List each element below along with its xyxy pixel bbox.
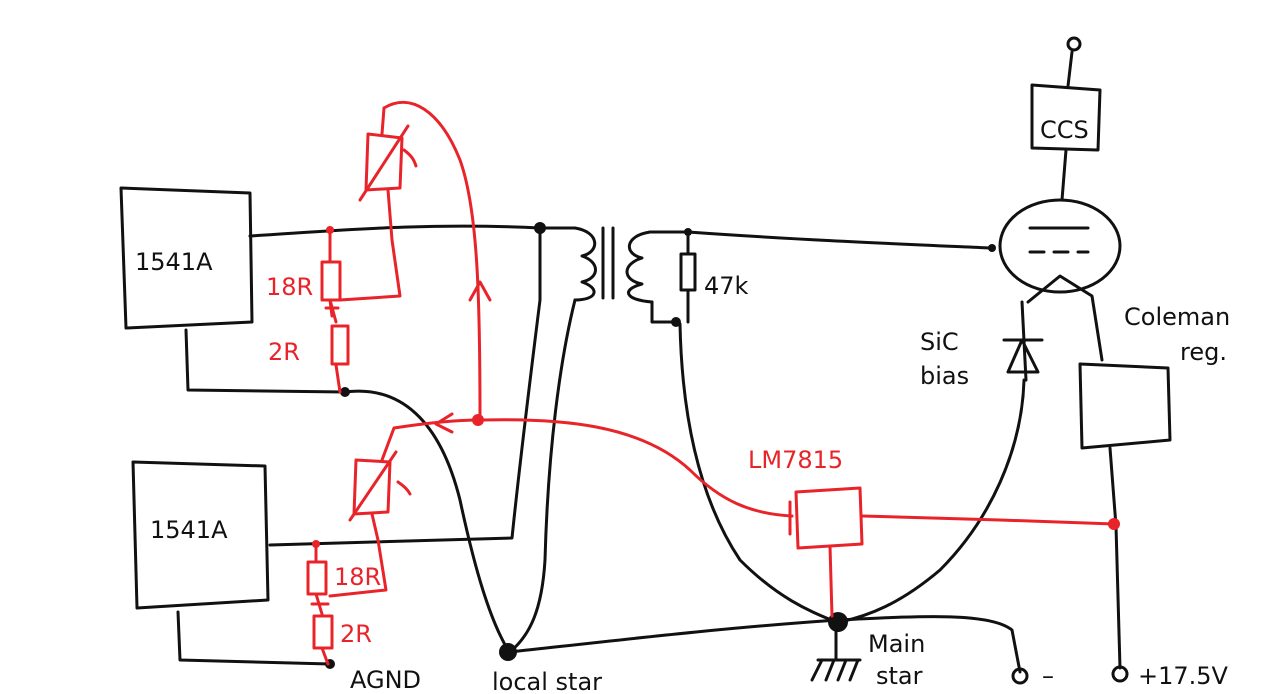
resistor-top-2r (330, 324, 350, 366)
red-arrow-left (434, 412, 454, 434)
red-junction-loop (472, 414, 484, 426)
junction-secondary-bottom (671, 317, 681, 327)
local-star-label: local star (492, 668, 602, 694)
wire-ground-bus (508, 615, 1022, 674)
main-star-label-1: Main (868, 630, 925, 658)
wire-ccs-to-anode (1060, 148, 1068, 202)
red-top-loop (382, 100, 482, 422)
junction-47k-top (684, 228, 692, 236)
resistor-47k-label: 47k (704, 272, 749, 300)
red-top-thermistor-leads (338, 106, 402, 302)
lm7815-label: LM7815 (748, 446, 843, 474)
resistor-top-18r (320, 260, 342, 302)
red-bottom-thermistor-leads (328, 418, 482, 598)
resistor-bottom-2r-label: 2R (340, 620, 372, 648)
ic-top-box (119, 186, 254, 330)
ground-symbol (810, 620, 862, 682)
junction-top-return (340, 387, 350, 397)
tube-cathode-leads (1026, 274, 1104, 362)
local-star-dot (499, 643, 517, 661)
wire-bottom-ic-return (176, 610, 332, 666)
minus-terminal-label: – (1042, 662, 1054, 690)
junction-top-output (534, 222, 546, 234)
red-top-thermistor-box (364, 132, 404, 192)
coleman-reg-label-1: Coleman (1124, 303, 1230, 331)
resistor-47k (679, 252, 697, 292)
wire-primary-to-local-star (508, 298, 577, 654)
resistor-top-18r-label: 18R (266, 273, 313, 301)
resistor-top-2r-label: 2R (268, 338, 300, 366)
minus-terminal (1011, 667, 1029, 685)
sic-bias-label-1: SiC (920, 328, 959, 356)
transformer-primary (573, 226, 597, 302)
main-star-label-2: star (876, 662, 923, 690)
junction-grid (988, 244, 996, 252)
wire-diode-to-main-star (838, 378, 1026, 624)
wire-coleman-to-plus (1108, 446, 1122, 670)
agnd-label: AGND (350, 666, 421, 694)
resistor-bottom-18r-label: 18R (334, 563, 381, 591)
wire-top-ic-return (184, 328, 347, 394)
lm7815-box (794, 486, 864, 550)
ic-bottom-label: 1541A (150, 516, 228, 544)
red-arrow-up (468, 280, 492, 302)
plus-terminal (1111, 665, 1129, 683)
red-bottom-thermistor-box (352, 458, 392, 516)
wire-secondary-bottom (650, 300, 678, 324)
red-bottom-thermistor-diag (348, 450, 412, 522)
coleman-reg-label-2: reg. (1180, 338, 1227, 366)
red-regulator-ground (828, 544, 834, 618)
resistor-bottom-2r (312, 614, 334, 650)
red-regulator-input (860, 514, 1116, 526)
red-feed-to-regulator (478, 418, 794, 518)
red-junction-plus (1108, 518, 1120, 530)
red-junction-top-18r (326, 226, 334, 234)
red-top-thermistor-diag (358, 124, 418, 202)
wire-secondary-top (648, 230, 992, 250)
resistor-bottom-18r (306, 560, 328, 596)
wire-secondary-to-main-star (678, 322, 838, 624)
plus-terminal-label: +17.5V (1138, 662, 1229, 690)
red-top-pot-wiper (324, 298, 340, 318)
ic-top-label: 1541A (135, 248, 213, 276)
ccs-box (1030, 83, 1102, 152)
ic-bottom-box (131, 460, 270, 610)
coleman-reg-box (1078, 362, 1172, 450)
wire-top-ic-out (248, 224, 577, 238)
ccs-label: CCS (1040, 116, 1089, 144)
wire-top-to-local-star (343, 389, 510, 652)
sic-diode (1002, 300, 1044, 382)
transformer-secondary (625, 230, 654, 304)
wire-ccs-to-top (1066, 50, 1074, 88)
supply-terminal-top (1066, 36, 1082, 52)
tube-envelope (998, 198, 1122, 294)
sic-bias-label-2: bias (920, 362, 969, 390)
red-junction-bottom-18r (312, 540, 320, 548)
